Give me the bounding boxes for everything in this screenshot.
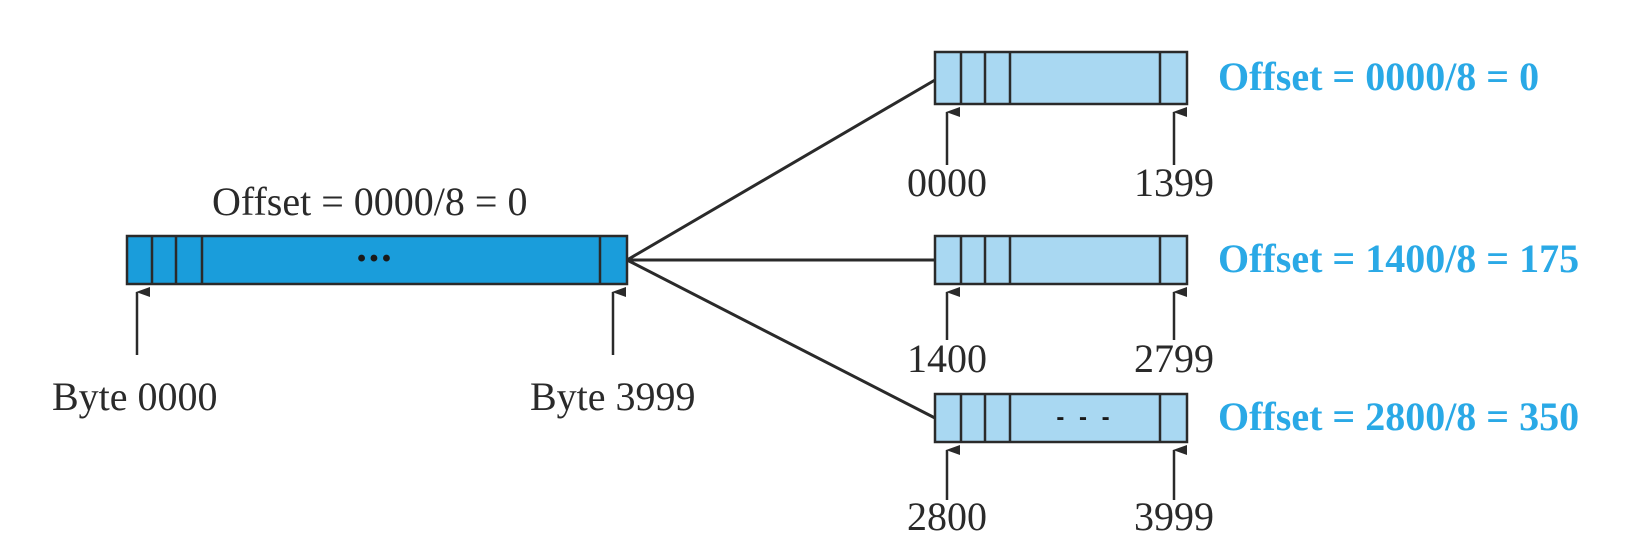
fragment-2: 1400 2799 Offset = 1400/8 = 175 <box>907 234 1579 381</box>
connector-lines <box>626 78 936 420</box>
fragment-3-ellipsis: - - - <box>1056 404 1113 431</box>
fragment-3-end-label: 3999 <box>1134 494 1214 539</box>
fragment-2-start-label: 1400 <box>907 336 987 381</box>
fragment-3-start-label: 2800 <box>907 494 987 539</box>
fragment-1-end-label: 1399 <box>1134 160 1214 205</box>
original-offset-label: Offset = 0000/8 = 0 <box>212 179 527 224</box>
original-end-label: Byte 3999 <box>530 374 696 419</box>
fragment-2-bar <box>933 234 1189 286</box>
fragment-3: - - - 2800 3999 Offset = 2800/8 = 350 <box>907 392 1579 539</box>
original-ellipsis: ••• <box>357 245 394 272</box>
fragment-2-end-label: 2799 <box>1134 336 1214 381</box>
original-start-label: Byte 0000 <box>52 374 218 419</box>
fragment-3-offset-label: Offset = 2800/8 = 350 <box>1218 394 1579 439</box>
original-datagram-bar <box>125 234 629 286</box>
fragment-1: 0000 1399 Offset = 0000/8 = 0 <box>907 50 1539 205</box>
fragment-1-start-label: 0000 <box>907 160 987 205</box>
original-datagram: Offset = 0000/8 = 0 ••• Byte 0000 Byte 3… <box>52 179 696 419</box>
fragment-2-offset-label: Offset = 1400/8 = 175 <box>1218 236 1579 281</box>
fragment-1-offset-label: Offset = 0000/8 = 0 <box>1218 54 1539 99</box>
connector-line-fragment-1 <box>626 78 936 262</box>
fragment-1-bar <box>933 50 1189 106</box>
fragment-3-bar <box>933 392 1189 444</box>
connector-line-fragment-3 <box>626 258 936 420</box>
